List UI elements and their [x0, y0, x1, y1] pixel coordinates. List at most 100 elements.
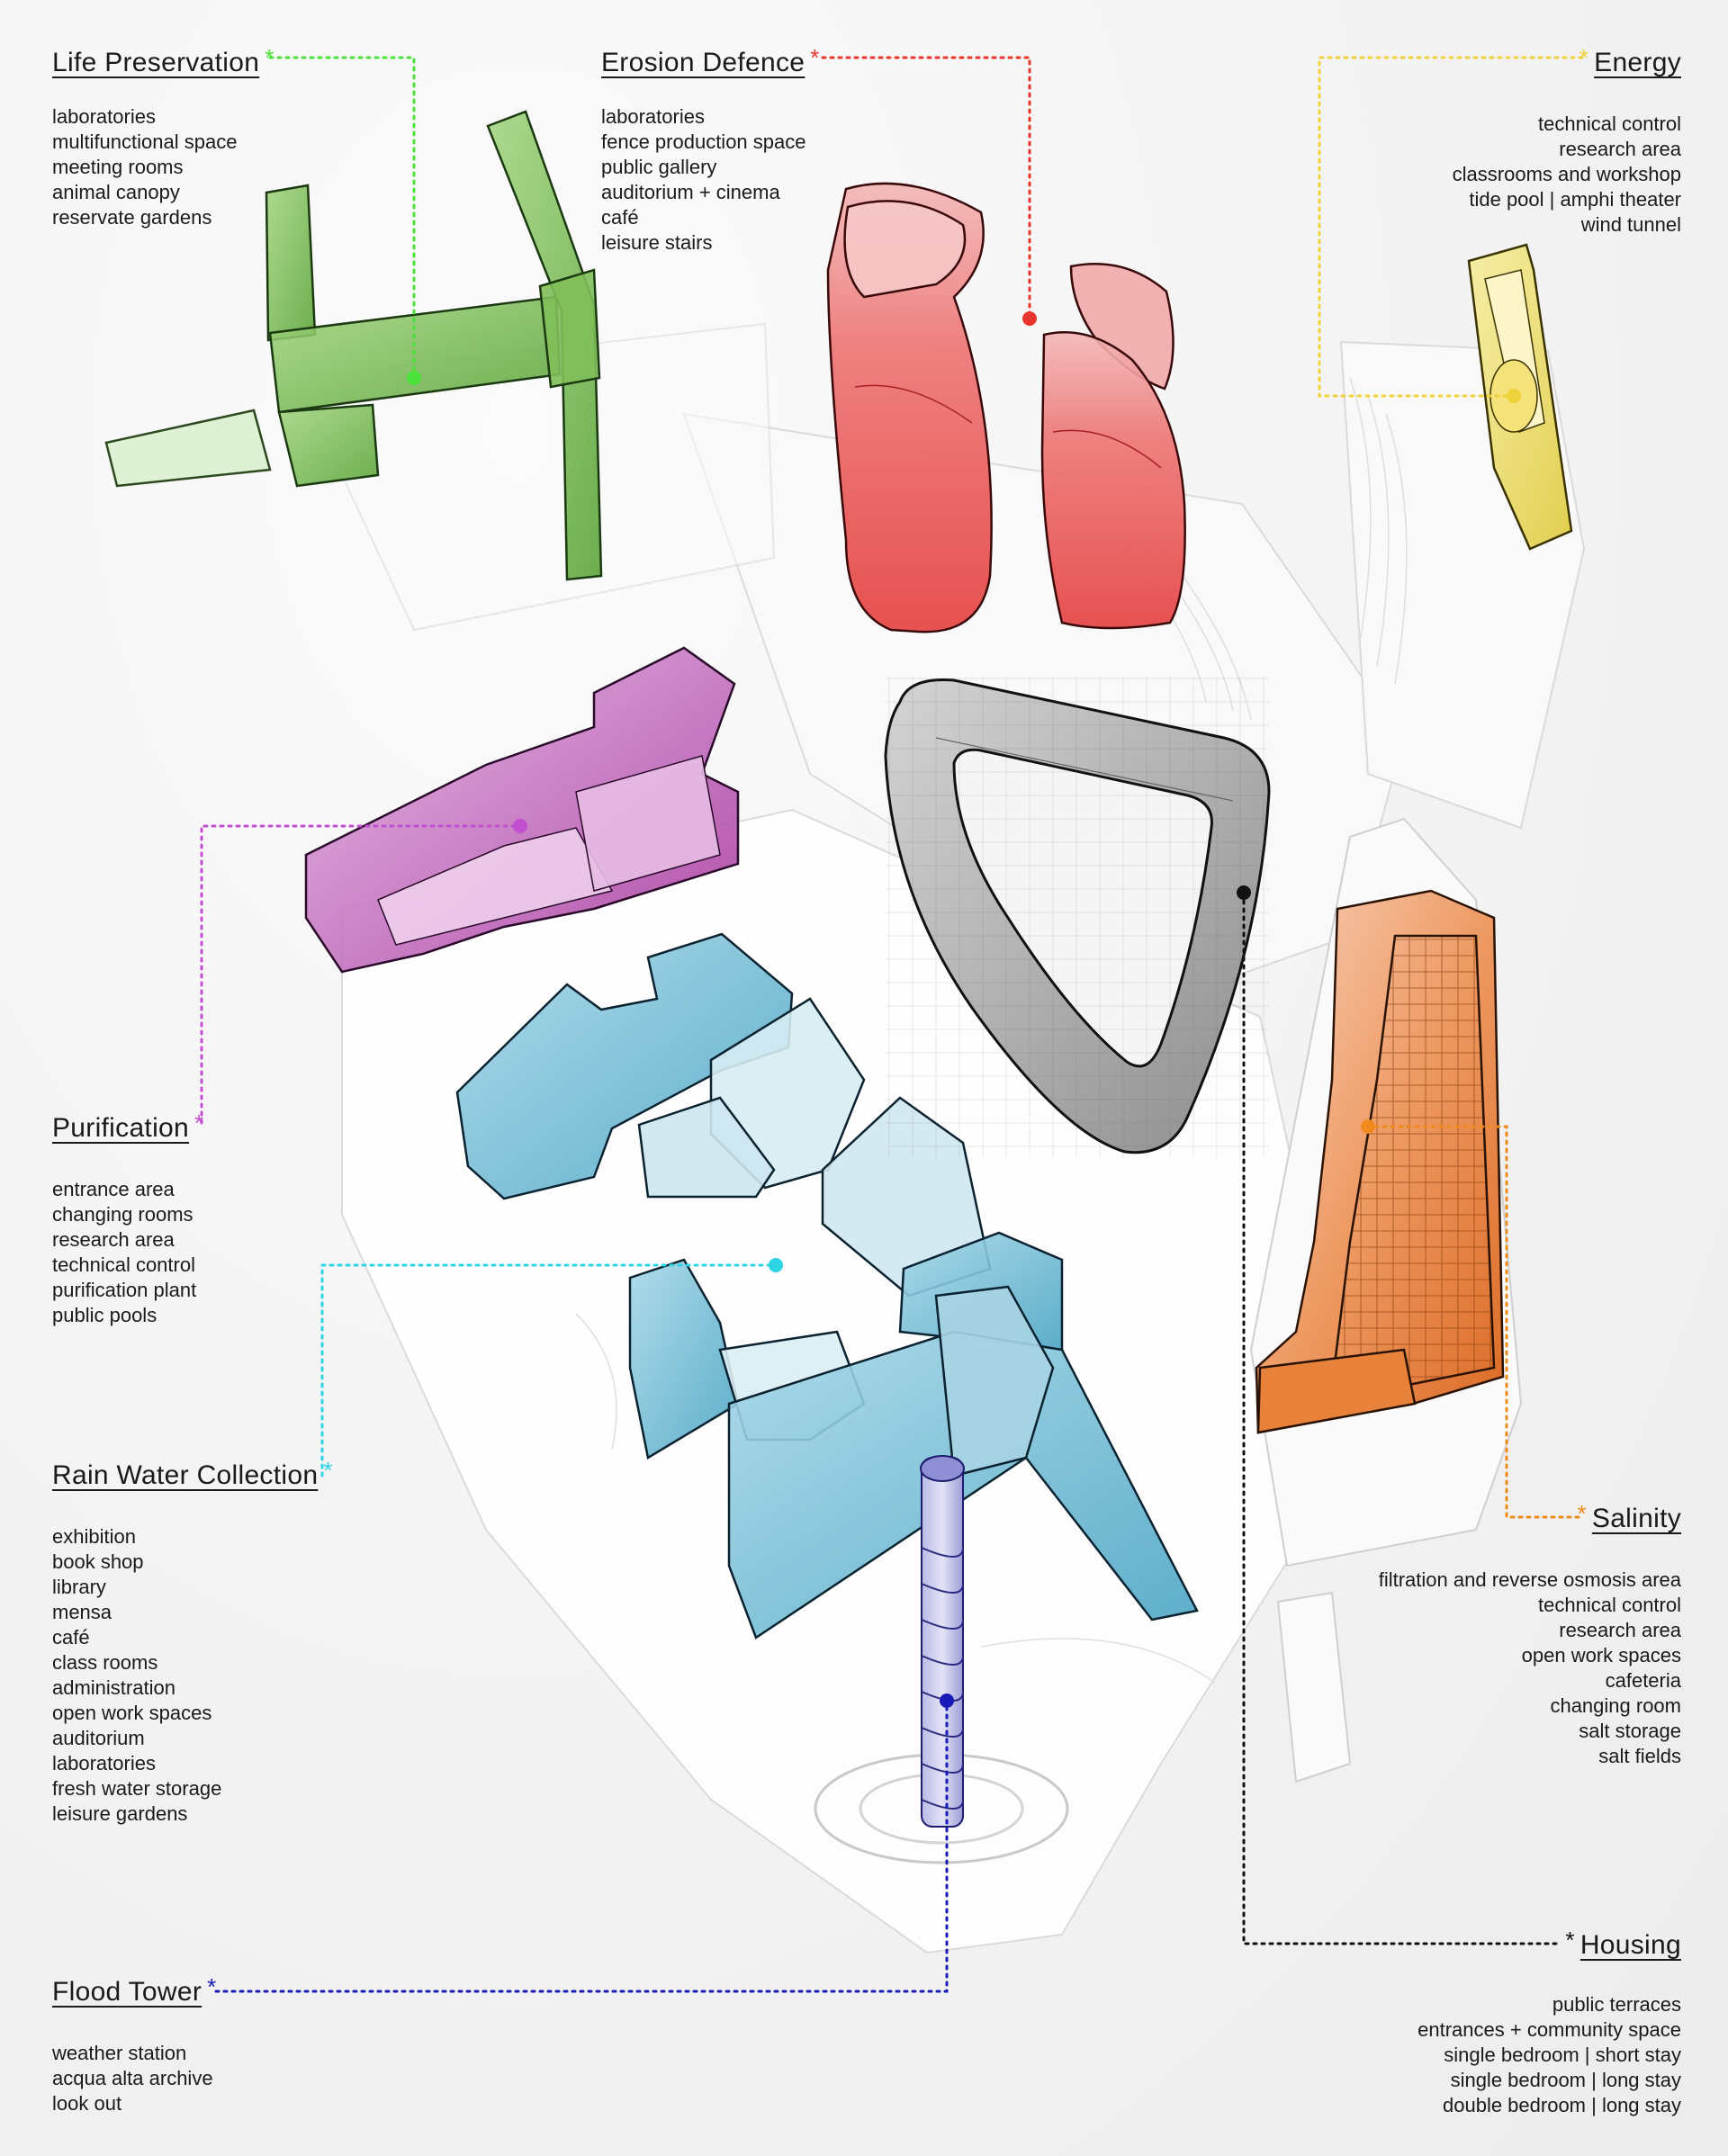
purification-star: *	[194, 1109, 204, 1136]
rain-star: *	[323, 1457, 333, 1484]
list-item: single bedroom | short stay	[1444, 2044, 1681, 2066]
housing-leader-line	[1242, 891, 1559, 1945]
salinity-list: filtration and reverse osmosis area tech…	[1379, 1568, 1681, 1769]
salinity-leader-line	[1366, 1125, 1580, 1519]
rain-title: Rain Water Collection*	[52, 1457, 338, 1492]
list-item: technical control	[1538, 1594, 1681, 1616]
life-preservation-building	[104, 110, 603, 581]
list-item: acqua alta archive	[52, 2067, 213, 2089]
purification-building	[304, 646, 740, 974]
rain-dot	[769, 1258, 783, 1272]
list-item: administration	[52, 1676, 176, 1699]
list-item: class rooms	[52, 1651, 158, 1674]
housing-list: public terraces entrances + community sp…	[1418, 1992, 1681, 2118]
list-item: classrooms and workshop	[1452, 163, 1681, 185]
flood-tower	[814, 1455, 1069, 1864]
flood-leader-line	[214, 1699, 949, 1993]
list-item: tide pool | amphi theater	[1469, 188, 1681, 211]
erosion-defence-building	[826, 182, 1186, 633]
list-item: meeting rooms	[52, 156, 184, 178]
leader-dots	[407, 311, 1521, 1708]
energy-title-text: Energy	[1594, 48, 1681, 77]
housing-star: *	[1565, 1927, 1575, 1954]
erosion-star: *	[810, 44, 820, 71]
list-item: mensa	[52, 1601, 112, 1623]
list-item: laboratories	[52, 105, 156, 128]
list-item: salt storage	[1579, 1720, 1681, 1742]
life-title: Life Preservation*	[52, 44, 280, 79]
life-leader-line	[268, 56, 416, 380]
salinity-star: *	[1577, 1500, 1587, 1527]
list-item: changing room	[1550, 1694, 1681, 1717]
erosion-title-text: Erosion Defence	[601, 48, 806, 77]
energy-leader-line	[1318, 56, 1584, 398]
purification-dot	[513, 819, 527, 833]
list-item: laboratories	[601, 105, 705, 128]
energy-list: technical control research area classroo…	[1453, 112, 1681, 238]
list-item: research area	[52, 1228, 175, 1251]
list-item: cafeteria	[1605, 1669, 1681, 1692]
energy-title: *Energy	[1574, 44, 1681, 79]
flood-dot	[940, 1693, 954, 1708]
list-item: changing rooms	[52, 1203, 194, 1226]
list-item: book shop	[52, 1550, 144, 1573]
purification-title-text: Purification	[52, 1113, 190, 1143]
list-item: double bedroom | long stay	[1443, 2094, 1681, 2116]
flood-title-text: Flood Tower	[52, 1977, 202, 2007]
list-item: purification plant	[52, 1279, 197, 1301]
list-item: research area	[1559, 1619, 1681, 1641]
list-item: public pools	[52, 1304, 158, 1326]
list-item: fresh water storage	[52, 1777, 222, 1800]
rain-list: exhibition book shop library mensa café …	[52, 1524, 221, 1827]
list-item: auditorium + cinema	[601, 181, 780, 203]
list-item: entrance area	[52, 1178, 175, 1200]
list-item: exhibition	[52, 1525, 136, 1548]
erosion-title: Erosion Defence*	[601, 44, 825, 79]
list-item: entrances + community space	[1418, 2018, 1681, 2041]
list-item: café	[601, 206, 639, 229]
list-item: leisure gardens	[52, 1802, 188, 1825]
housing-dot	[1237, 885, 1251, 900]
flood-tower-spiral	[921, 1547, 964, 1810]
list-item: animal canopy	[52, 181, 180, 203]
flood-star: *	[207, 1973, 217, 2000]
life-star: *	[265, 44, 274, 71]
list-item: leisure stairs	[601, 231, 713, 254]
list-item: weather station	[52, 2042, 187, 2064]
rain-leader-line	[320, 1263, 776, 1478]
life-title-text: Life Preservation	[52, 48, 260, 77]
rain-title-text: Rain Water Collection	[52, 1460, 319, 1490]
list-item: research area	[1559, 138, 1681, 160]
list-item: look out	[52, 2092, 122, 2115]
list-item: open work spaces	[1521, 1644, 1681, 1666]
list-item: public gallery	[601, 156, 717, 178]
life-list: laboratories multifunctional space meeti…	[52, 104, 237, 230]
flood-title: Flood Tower*	[52, 1973, 222, 2008]
salinity-title-text: Salinity	[1591, 1504, 1681, 1533]
list-item: reservate gardens	[52, 206, 212, 229]
list-item: laboratories	[52, 1752, 156, 1774]
purification-title: Purification*	[52, 1109, 209, 1145]
list-item: wind tunnel	[1580, 213, 1681, 236]
list-item: library	[52, 1576, 106, 1598]
list-item: open work spaces	[52, 1702, 212, 1724]
list-item: multifunctional space	[52, 130, 238, 153]
salinity-dot	[1361, 1119, 1375, 1134]
list-item: fence production space	[601, 130, 806, 153]
list-item: technical control	[1538, 112, 1681, 135]
purification-leader-line	[200, 824, 520, 1125]
housing-loop-building	[884, 677, 1271, 1157]
list-item: public terraces	[1552, 1993, 1681, 2016]
list-item: salt fields	[1598, 1745, 1681, 1767]
purification-list: entrance area changing rooms research ar…	[52, 1177, 196, 1328]
list-item: single bedroom | long stay	[1450, 2069, 1681, 2091]
salinity-title: *Salinity	[1571, 1500, 1681, 1535]
list-item: auditorium	[52, 1727, 145, 1749]
list-item: filtration and reverse osmosis area	[1378, 1568, 1681, 1591]
list-item: technical control	[52, 1253, 195, 1276]
erosion-list: laboratories fence production space publ…	[601, 104, 806, 256]
salinity-building	[1255, 889, 1505, 1434]
housing-title-text: Housing	[1580, 1930, 1681, 1960]
list-item: café	[52, 1626, 90, 1648]
